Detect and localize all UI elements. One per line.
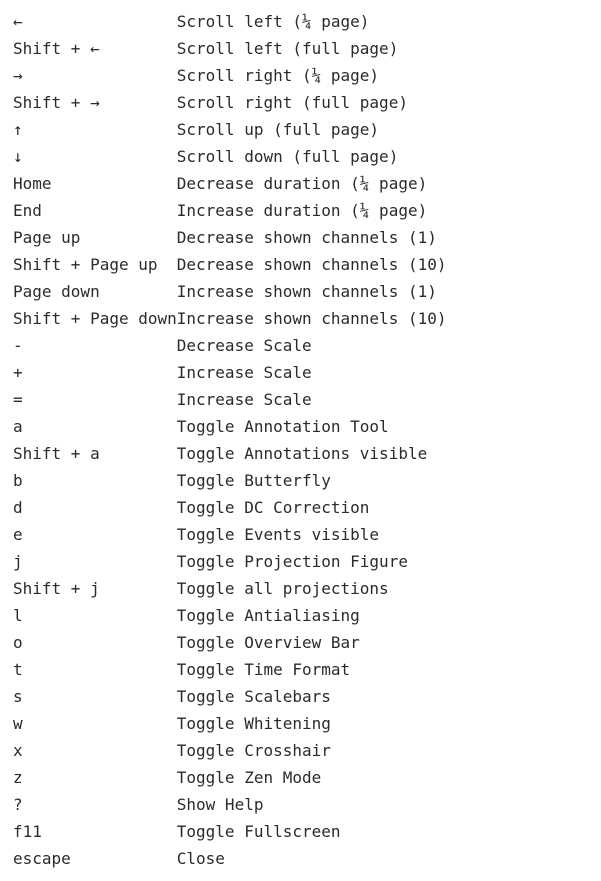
shortcut-key: = xyxy=(13,390,23,409)
shortcut-key: ? xyxy=(13,795,23,814)
shortcut-row: Shift + a Toggle Annotations visible xyxy=(13,440,597,467)
shortcut-key: End xyxy=(13,201,42,220)
shortcut-key: escape xyxy=(13,849,71,868)
shortcut-row: a Toggle Annotation Tool xyxy=(13,413,597,440)
shortcut-description: Toggle Annotations visible xyxy=(176,444,428,463)
shortcut-row: f11 Toggle Fullscreen xyxy=(13,818,597,845)
shortcut-row: o Toggle Overview Bar xyxy=(13,629,597,656)
shortcut-description: Increase shown channels (10) xyxy=(176,309,447,328)
shortcut-description: Toggle Fullscreen xyxy=(176,822,341,841)
shortcut-key: - xyxy=(13,336,23,355)
shortcut-row: Shift + ← Scroll left (full page) xyxy=(13,35,597,62)
shortcuts-table: ← Scroll left (¼ page) Shift + ← Scroll lef… xyxy=(13,8,597,872)
shortcut-row: Shift + j Toggle all projections xyxy=(13,575,597,602)
shortcut-key: o xyxy=(13,633,23,652)
shortcut-row: ? Show Help xyxy=(13,791,597,818)
shortcut-description: Increase Scale xyxy=(176,390,312,409)
shortcut-description: Increase shown channels (1) xyxy=(176,282,437,301)
shortcut-key: Shift + Page down xyxy=(13,309,177,328)
shortcut-description: Toggle Projection Figure xyxy=(176,552,408,571)
shortcut-key: s xyxy=(13,687,23,706)
shortcut-key: Page down xyxy=(13,282,100,301)
shortcut-description: Increase duration (¼ page) xyxy=(176,201,428,220)
shortcut-description: Scroll right (full page) xyxy=(176,93,408,112)
shortcut-row: Home Decrease duration (¼ page) xyxy=(13,170,597,197)
shortcut-row: b Toggle Butterfly xyxy=(13,467,597,494)
shortcut-description: Toggle Crosshair xyxy=(176,741,331,760)
shortcut-description: Decrease duration (¼ page) xyxy=(176,174,428,193)
shortcuts-table-body: ← Scroll left (¼ page) Shift + ← Scroll lef… xyxy=(13,8,597,872)
shortcut-description: Scroll left (full page) xyxy=(176,39,399,58)
shortcut-description: Toggle Antialiasing xyxy=(176,606,360,625)
shortcut-row: l Toggle Antialiasing xyxy=(13,602,597,629)
shortcut-key: b xyxy=(13,471,23,490)
shortcut-row: s Toggle Scalebars xyxy=(13,683,597,710)
shortcut-row: t Toggle Time Format xyxy=(13,656,597,683)
shortcut-row: ↓ Scroll down (full page) xyxy=(13,143,597,170)
shortcut-description: Decrease shown channels (10) xyxy=(176,255,447,274)
shortcut-key: Shift + j xyxy=(13,579,100,598)
shortcut-description: Toggle Overview Bar xyxy=(176,633,360,652)
shortcut-key: z xyxy=(13,768,23,787)
shortcut-row: End Increase duration (¼ page) xyxy=(13,197,597,224)
shortcut-row: e Toggle Events visible xyxy=(13,521,597,548)
shortcut-key: Shift + → xyxy=(13,93,100,112)
shortcut-row: x Toggle Crosshair xyxy=(13,737,597,764)
shortcut-key: d xyxy=(13,498,23,517)
shortcut-description: Toggle all projections xyxy=(176,579,389,598)
shortcut-key: x xyxy=(13,741,23,760)
shortcut-row: ← Scroll left (¼ page) xyxy=(13,8,597,35)
shortcut-row: Shift + Page up Decrease shown channels (… xyxy=(13,251,597,278)
shortcut-description: Scroll right (¼ page) xyxy=(176,66,380,85)
shortcut-row: d Toggle DC Correction xyxy=(13,494,597,521)
shortcut-row: + Increase Scale xyxy=(13,359,597,386)
shortcut-key: l xyxy=(13,606,23,625)
shortcut-description: Toggle DC Correction xyxy=(176,498,370,517)
shortcut-description: Toggle Whitening xyxy=(176,714,331,733)
shortcut-key: Home xyxy=(13,174,52,193)
shortcut-row: escape Close xyxy=(13,845,597,872)
shortcut-description: Show Help xyxy=(176,795,264,814)
shortcut-description: Toggle Zen Mode xyxy=(176,768,322,787)
shortcut-description: Toggle Butterfly xyxy=(176,471,331,490)
shortcut-row: ↑ Scroll up (full page) xyxy=(13,116,597,143)
shortcut-key: + xyxy=(13,363,23,382)
shortcut-description: Toggle Scalebars xyxy=(176,687,331,706)
shortcut-description: Close xyxy=(176,849,225,868)
shortcut-key: Page up xyxy=(13,228,81,247)
shortcut-key: w xyxy=(13,714,23,733)
shortcut-row: Page up Decrease shown channels (1) xyxy=(13,224,597,251)
shortcut-key: Shift + a xyxy=(13,444,100,463)
shortcut-description: Increase Scale xyxy=(176,363,312,382)
shortcut-description: Decrease Scale xyxy=(176,336,312,355)
shortcut-key: e xyxy=(13,525,23,544)
shortcut-row: w Toggle Whitening xyxy=(13,710,597,737)
shortcut-description: Toggle Events visible xyxy=(176,525,380,544)
shortcut-description: Scroll down (full page) xyxy=(176,147,399,166)
shortcut-description: Scroll left (¼ page) xyxy=(176,12,370,31)
shortcut-row: j Toggle Projection Figure xyxy=(13,548,597,575)
shortcut-row: = Increase Scale xyxy=(13,386,597,413)
shortcut-row: → Scroll right (¼ page) xyxy=(13,62,597,89)
shortcut-key: f11 xyxy=(13,822,42,841)
shortcut-row: z Toggle Zen Mode xyxy=(13,764,597,791)
shortcut-key: t xyxy=(13,660,23,679)
shortcut-row: - Decrease Scale xyxy=(13,332,597,359)
shortcut-key: Shift + Page up xyxy=(13,255,158,274)
shortcut-description: Decrease shown channels (1) xyxy=(176,228,437,247)
shortcut-key: a xyxy=(13,417,23,436)
shortcut-key: ↑ xyxy=(13,120,23,139)
shortcut-row: Shift + → Scroll right (full page) xyxy=(13,89,597,116)
shortcut-key: ← xyxy=(13,12,23,31)
shortcut-key: j xyxy=(13,552,23,571)
shortcut-key: Shift + ← xyxy=(13,39,100,58)
shortcut-description: Toggle Time Format xyxy=(176,660,351,679)
shortcut-row: Page down Increase shown channels (1) xyxy=(13,278,597,305)
shortcut-key: ↓ xyxy=(13,147,23,166)
shortcut-key: → xyxy=(13,66,23,85)
shortcut-description: Scroll up (full page) xyxy=(176,120,380,139)
shortcut-description: Toggle Annotation Tool xyxy=(176,417,389,436)
